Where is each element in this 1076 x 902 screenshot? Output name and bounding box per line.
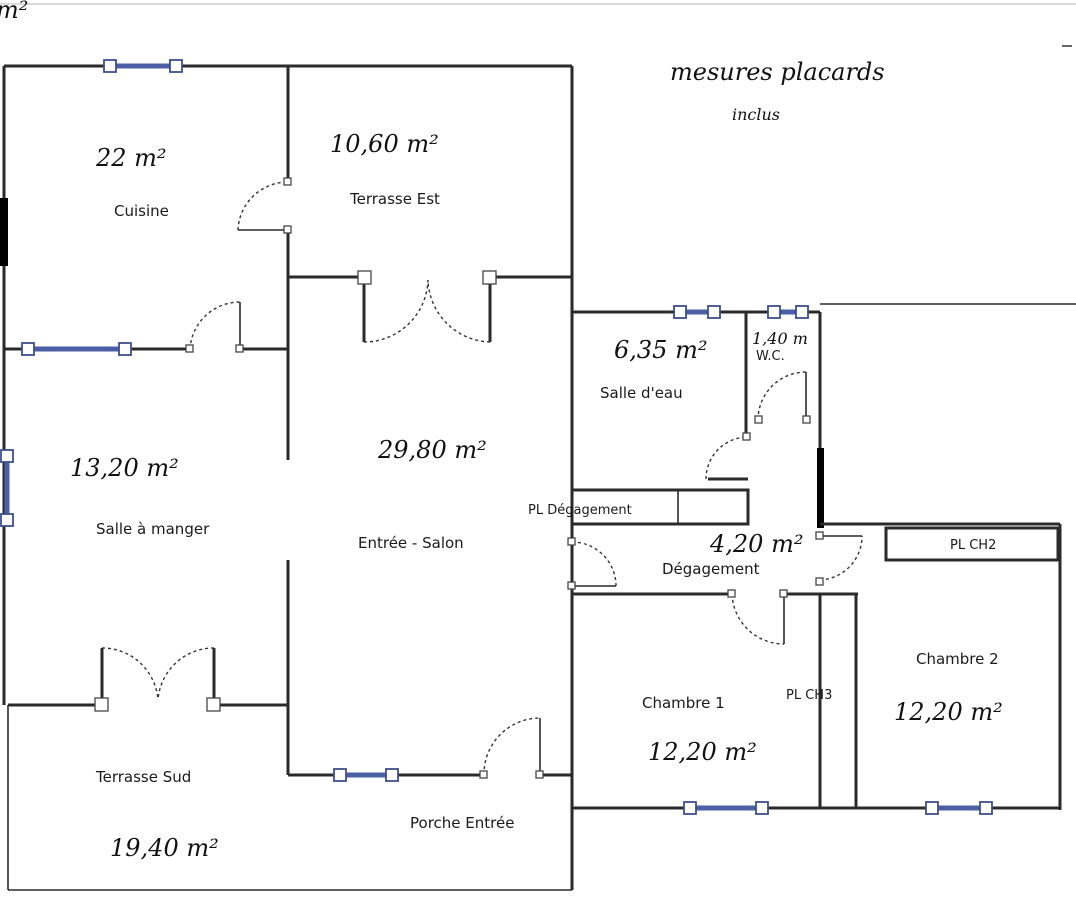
label-cuisine: Cuisine <box>114 202 169 220</box>
label-chambre-1: Chambre 1 <box>642 694 725 712</box>
doors <box>94 177 863 779</box>
walls <box>0 64 1076 891</box>
area-entree-salon: 29,80 m² <box>377 436 487 464</box>
area-chambre-1: 12,20 m² <box>648 738 757 766</box>
label-pl-ch2: PL CH2 <box>950 538 996 553</box>
label-entree-salon: Entrée - Salon <box>358 534 464 552</box>
label-terrasse-sud: Terrasse Sud <box>95 768 191 786</box>
label-terrasse-est: Terrasse Est <box>349 190 440 208</box>
area-wc: 1,40 m <box>752 329 808 348</box>
area-salle-a-manger: 13,20 m² <box>70 454 179 482</box>
windows <box>0 59 993 815</box>
label-pl-degagement: PL Dégagement <box>528 503 632 518</box>
note-line-2: inclus <box>732 105 780 124</box>
area-terrasse-sud: 19,40 m² <box>110 834 219 862</box>
area-salle-d-eau: 6,35 m² <box>614 336 707 364</box>
note-line-1: mesures placards <box>670 58 885 86</box>
label-degagement: Dégagement <box>662 560 760 578</box>
label-chambre-2: Chambre 2 <box>916 650 999 668</box>
label-porche-entree: Porche Entrée <box>410 814 514 832</box>
label-wc: W.C. <box>756 349 785 364</box>
label-pl-ch3: PL CH3 <box>786 688 832 703</box>
top-fragment: m² <box>0 0 28 24</box>
area-terrasse-est: 10,60 m² <box>330 130 439 158</box>
label-salle-d-eau: Salle d'eau <box>600 384 683 402</box>
area-degagement: 4,20 m² <box>709 530 803 558</box>
area-cuisine: 22 m² <box>95 144 167 172</box>
area-chambre-2: 12,20 m² <box>894 698 1003 726</box>
label-salle-a-manger: Salle à manger <box>96 520 210 538</box>
